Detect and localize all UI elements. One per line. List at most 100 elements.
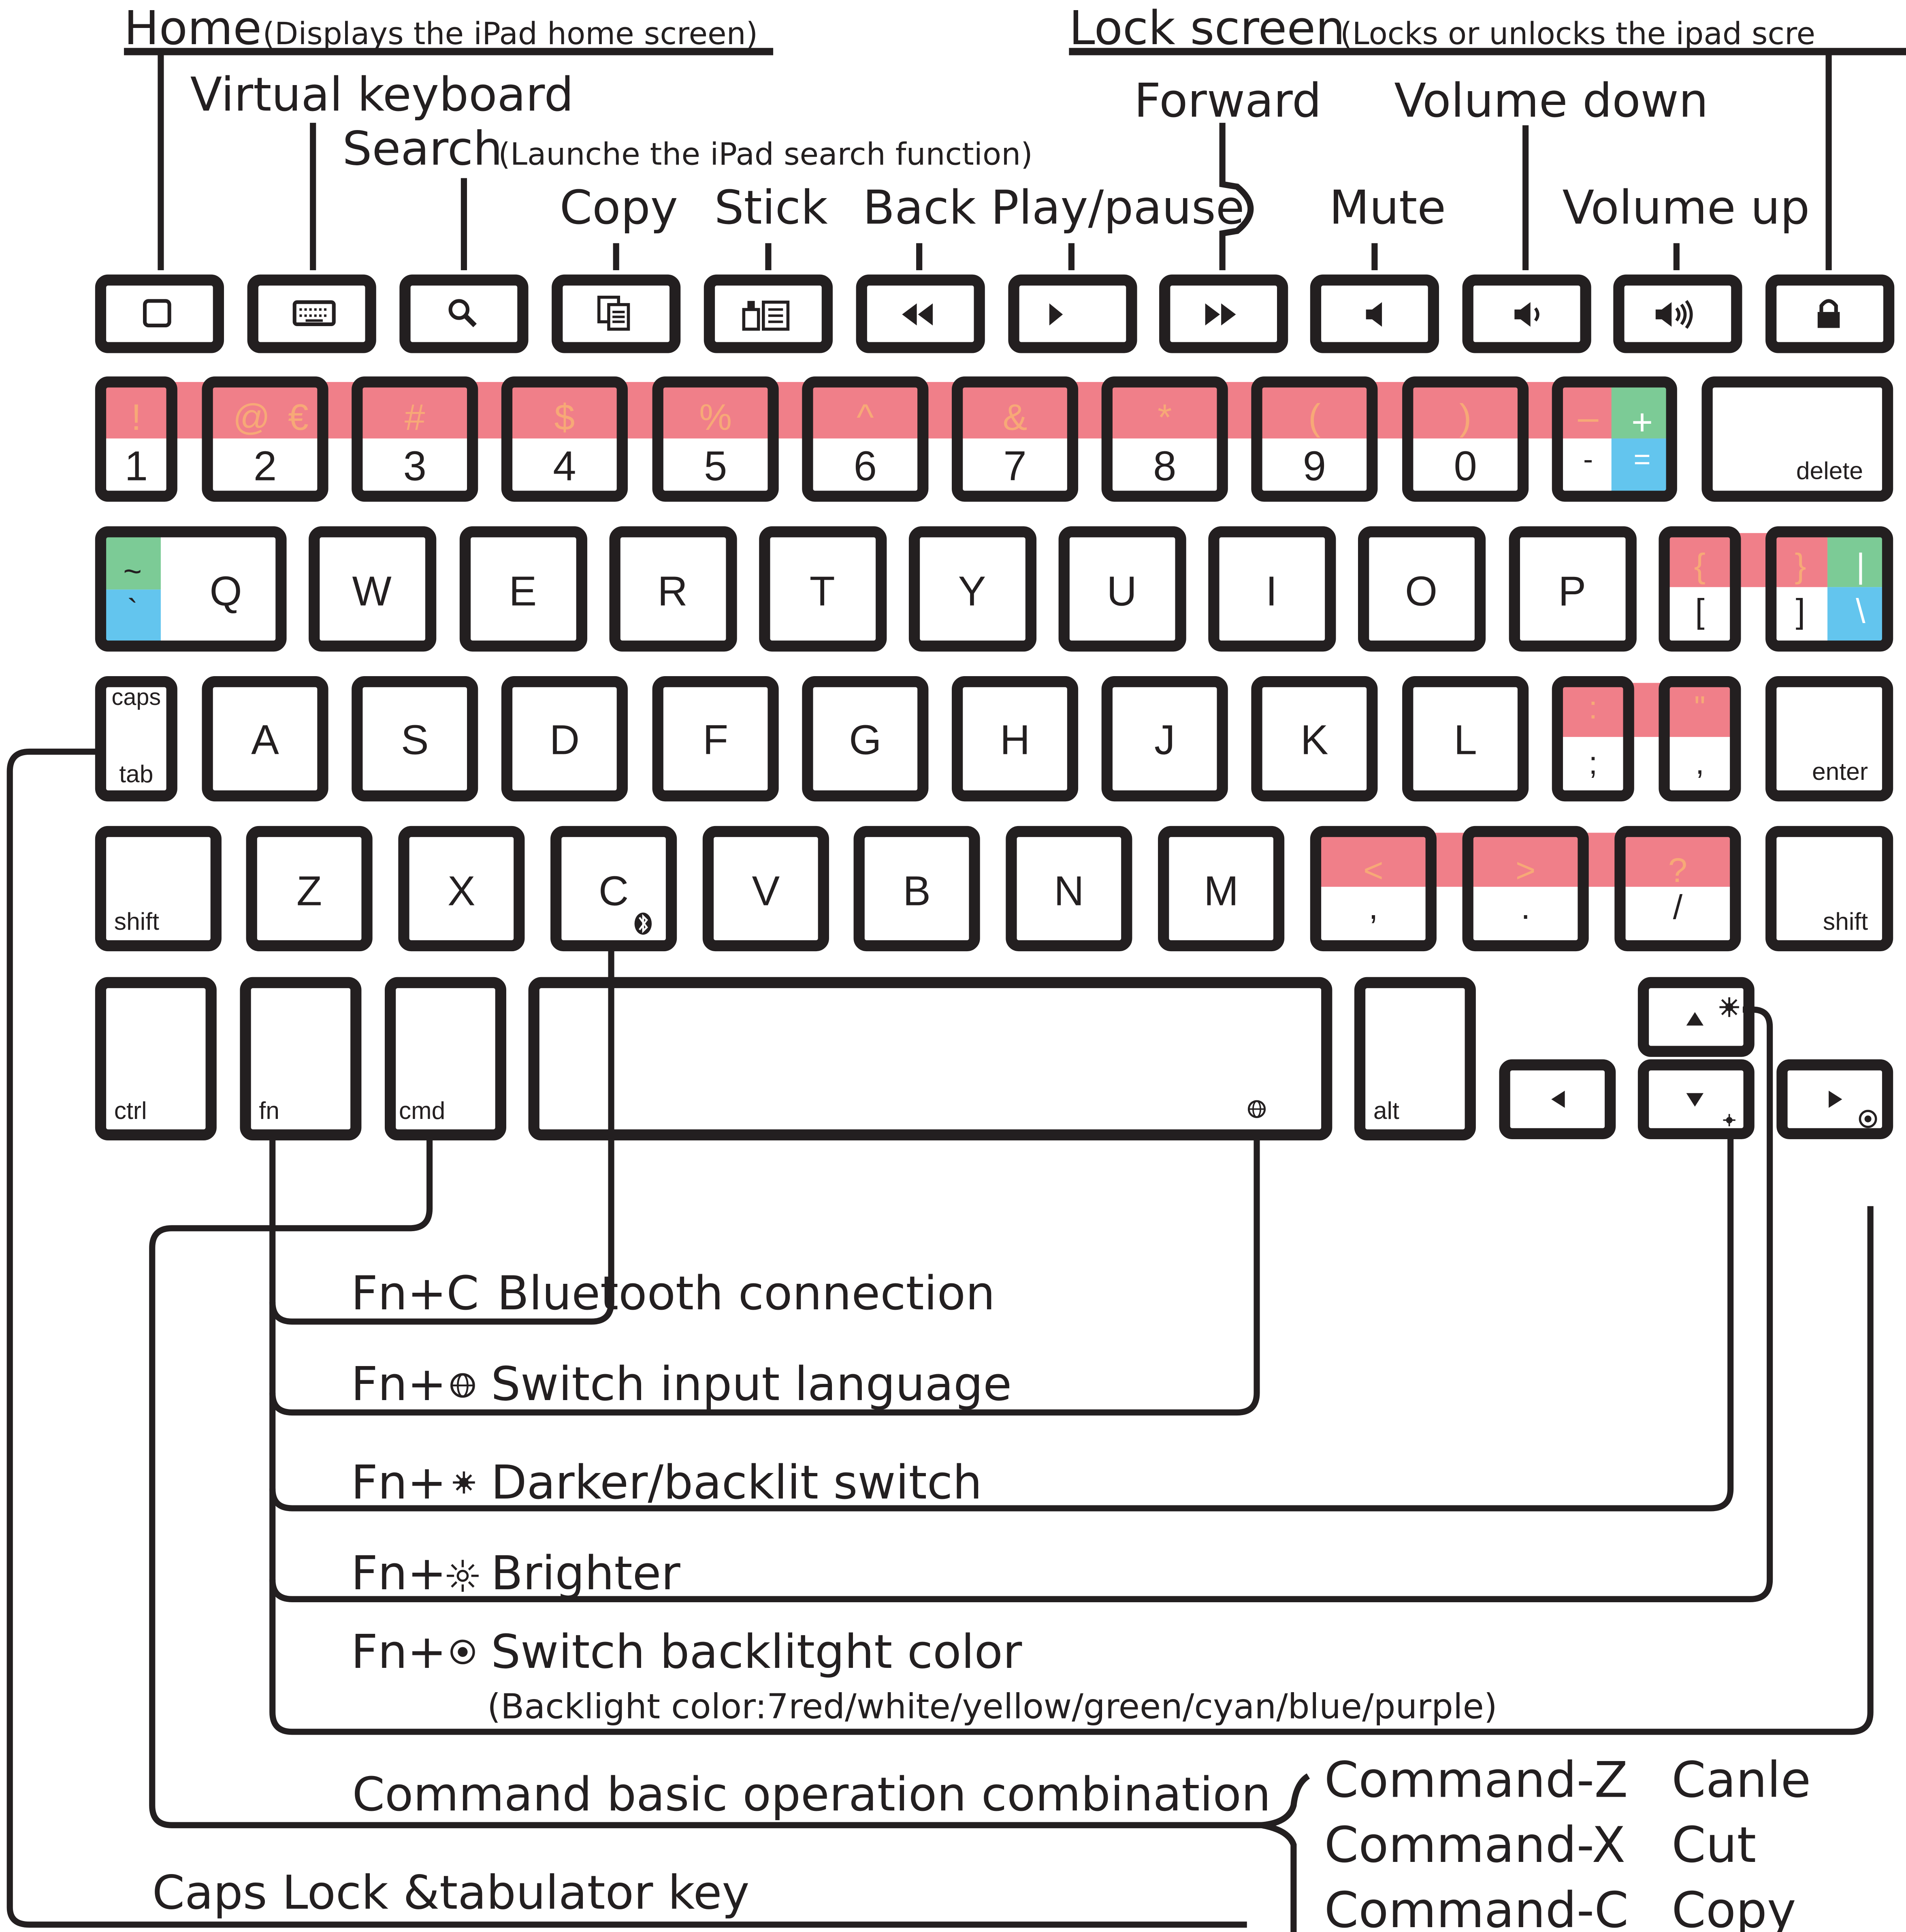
key-b[interactable] bbox=[853, 826, 980, 952]
caps-tab-key[interactable] bbox=[95, 676, 177, 802]
key-quote[interactable] bbox=[1659, 676, 1741, 802]
key-comma[interactable] bbox=[1310, 826, 1437, 952]
number-shift-symbols: ! @ € # $ % ^ & * ( ) – + bbox=[131, 397, 1653, 443]
letter-c: C bbox=[599, 867, 629, 914]
period-glyph: . bbox=[1521, 888, 1531, 926]
home-description: (Displays the iPad home screen) bbox=[262, 16, 758, 51]
key-l[interactable] bbox=[1402, 676, 1529, 802]
key-e[interactable] bbox=[459, 526, 587, 652]
key-f[interactable] bbox=[652, 676, 779, 802]
key-right-bracket-backslash[interactable] bbox=[1765, 526, 1893, 652]
mute-label: Mute bbox=[1329, 181, 1446, 235]
function-row bbox=[95, 274, 1895, 353]
key-o[interactable] bbox=[1358, 526, 1486, 652]
dim-sun-icon bbox=[453, 1471, 475, 1494]
stick-label: Stick bbox=[714, 181, 828, 235]
letter-p: P bbox=[1558, 568, 1586, 615]
alt-key[interactable] bbox=[1354, 977, 1476, 1141]
left-shift-key[interactable] bbox=[95, 826, 222, 952]
punct-red-band bbox=[1317, 833, 1735, 887]
key-slash[interactable] bbox=[1614, 826, 1741, 952]
virtual-keyboard-key[interactable] bbox=[247, 274, 376, 353]
letter-o: O bbox=[1405, 568, 1437, 615]
backlight-colors-note: (Backlight color:7red/white/yellow/green… bbox=[487, 1686, 1497, 1727]
key-left-bracket[interactable] bbox=[1659, 526, 1741, 652]
alt-label: alt bbox=[1373, 1097, 1399, 1124]
key-x[interactable] bbox=[398, 826, 525, 952]
semicolon-glyph: ; bbox=[1588, 745, 1597, 781]
arrow-right-icon bbox=[1829, 1091, 1842, 1108]
key-9[interactable] bbox=[1251, 376, 1378, 502]
key-3[interactable] bbox=[352, 376, 478, 502]
digit-4: 4 bbox=[553, 442, 576, 489]
letter-i: I bbox=[1266, 568, 1277, 615]
key-1[interactable] bbox=[95, 376, 177, 502]
key-4[interactable] bbox=[501, 376, 628, 502]
tilde-green-band bbox=[103, 533, 161, 590]
key-m[interactable] bbox=[1158, 826, 1285, 952]
back-play-pause-label: Back Play/pause bbox=[863, 181, 1244, 235]
minus-glyph: - bbox=[1583, 443, 1593, 476]
greater-than-glyph: > bbox=[1516, 851, 1536, 889]
letter-j: J bbox=[1154, 716, 1175, 763]
right-shift-key[interactable] bbox=[1765, 826, 1893, 952]
key-i[interactable] bbox=[1208, 526, 1336, 652]
switch-input-language-label: Switch input language bbox=[491, 1357, 1012, 1411]
key-h[interactable] bbox=[951, 676, 1079, 802]
fn-key[interactable] bbox=[240, 977, 362, 1141]
key-semicolon[interactable] bbox=[1552, 676, 1634, 802]
key-v[interactable] bbox=[702, 826, 829, 952]
key-j[interactable] bbox=[1101, 676, 1228, 802]
key-n[interactable] bbox=[1006, 826, 1132, 952]
plus-green-band bbox=[1611, 382, 1672, 439]
fn-brighter-prefix: Fn+ bbox=[351, 1546, 447, 1601]
key-y[interactable] bbox=[908, 526, 1037, 652]
letter-v: V bbox=[752, 867, 780, 914]
ctrl-key[interactable] bbox=[95, 977, 217, 1141]
key-6[interactable] bbox=[802, 376, 929, 502]
bluetooth-connection-label: Bluetooth connection bbox=[497, 1266, 995, 1321]
z-row-letter-keys bbox=[246, 826, 1285, 952]
volume-up-label: Volume up bbox=[1563, 181, 1810, 235]
digit-1: 1 bbox=[125, 442, 148, 489]
enter-key[interactable] bbox=[1765, 676, 1893, 802]
key-minus-equals[interactable] bbox=[1552, 376, 1677, 502]
key-t[interactable] bbox=[759, 526, 887, 652]
command-x-action: Cut bbox=[1671, 1816, 1756, 1874]
key-2[interactable] bbox=[202, 376, 328, 502]
stick-key[interactable] bbox=[704, 274, 833, 353]
key-r[interactable] bbox=[609, 526, 737, 652]
key-5[interactable] bbox=[652, 376, 779, 502]
key-p[interactable] bbox=[1509, 526, 1637, 652]
shift-symbol-6: ^ bbox=[857, 397, 874, 438]
spacebar[interactable] bbox=[528, 977, 1332, 1141]
slash-glyph: / bbox=[1673, 888, 1683, 926]
semicolon-glyphs: : " ; , bbox=[1588, 690, 1706, 781]
euro-symbol-2: € bbox=[288, 397, 309, 438]
shift-symbol-plus: + bbox=[1631, 402, 1653, 443]
letter-u: U bbox=[1107, 568, 1136, 615]
delete-key[interactable] bbox=[1701, 376, 1893, 502]
play-icon bbox=[1049, 303, 1063, 326]
key-d[interactable] bbox=[501, 676, 628, 802]
key-w[interactable] bbox=[309, 526, 437, 652]
key-g[interactable] bbox=[802, 676, 929, 802]
key-s[interactable] bbox=[352, 676, 478, 802]
arrow-left-icon bbox=[1551, 1091, 1565, 1108]
key-8[interactable] bbox=[1101, 376, 1228, 502]
key-k[interactable] bbox=[1251, 676, 1378, 802]
digit-5: 5 bbox=[704, 442, 727, 489]
brighter-label: Brighter bbox=[491, 1546, 680, 1601]
key-tilde-q[interactable] bbox=[95, 526, 287, 652]
key-a[interactable] bbox=[202, 676, 328, 802]
key-u[interactable] bbox=[1058, 526, 1186, 652]
key-period[interactable] bbox=[1462, 826, 1589, 952]
search-key[interactable] bbox=[399, 274, 529, 353]
cmd-key[interactable] bbox=[384, 977, 506, 1141]
backtick-glyph: ` bbox=[127, 593, 138, 628]
play-pause-key[interactable] bbox=[1008, 274, 1137, 353]
key-7[interactable] bbox=[951, 376, 1079, 502]
home-key[interactable] bbox=[95, 274, 224, 353]
key-0[interactable] bbox=[1402, 376, 1529, 502]
key-z[interactable] bbox=[246, 826, 373, 952]
